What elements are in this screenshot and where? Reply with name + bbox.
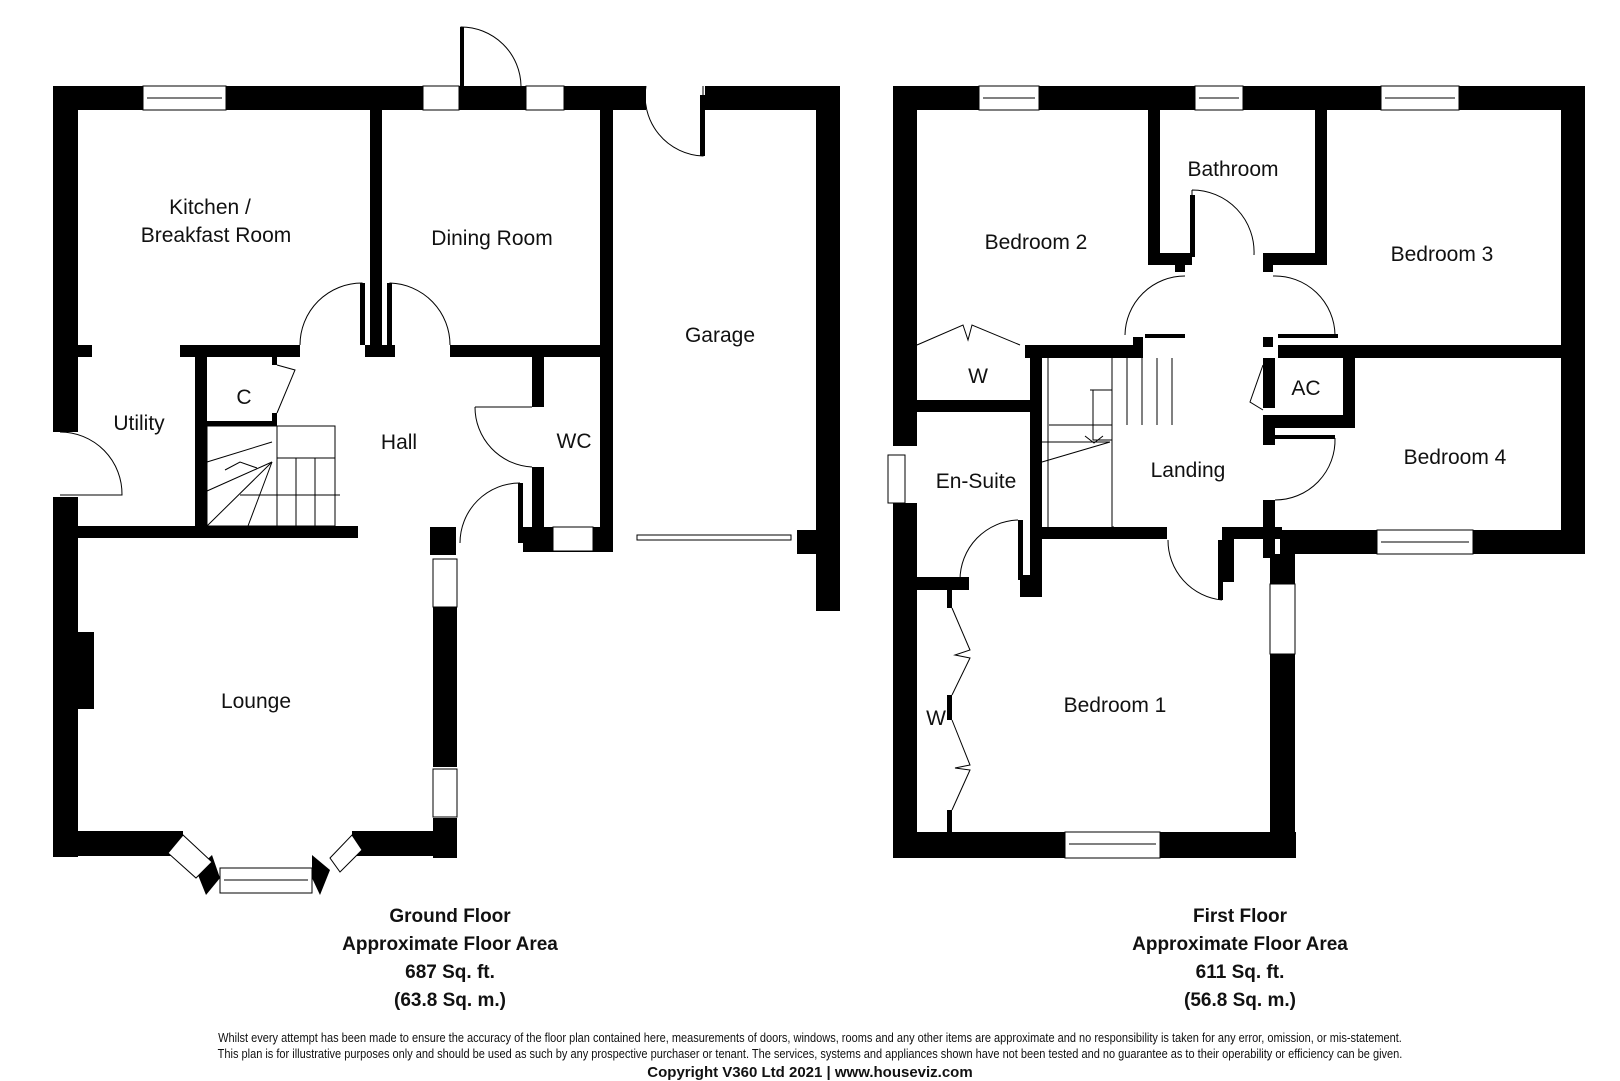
- first-floor-sqft: 611 Sq. ft.: [1195, 962, 1285, 983]
- room-label-garage: Garage: [685, 324, 755, 347]
- room-label-bathroom: Bathroom: [1187, 158, 1278, 181]
- room-label-wardrobe-bed1: W: [926, 707, 946, 730]
- first-floor-sqm: (56.8 Sq. m.): [1184, 990, 1296, 1011]
- room-label-hall: Hall: [381, 431, 417, 454]
- ground-floor-sqm: (63.8 Sq. m.): [394, 990, 506, 1011]
- first-floor-plan: Bedroom 2 Bathroom Bedroom 3 W AC En-Sui…: [887, 85, 1585, 859]
- room-label-bedroom4: Bedroom 4: [1404, 446, 1507, 469]
- room-label-landing: Landing: [1151, 459, 1226, 482]
- staircase-first: [1041, 358, 1173, 528]
- ground-floor-title: Ground Floor: [389, 906, 511, 927]
- room-label-utility: Utility: [113, 412, 165, 435]
- room-label-lounge: Lounge: [221, 690, 291, 713]
- ground-floor-plan: Kitchen / Breakfast Room Dining Room Gar…: [53, 26, 840, 895]
- ground-floor-area-label: Approximate Floor Area: [342, 934, 558, 955]
- room-label-dining: Dining Room: [431, 227, 552, 250]
- room-label-bedroom2: Bedroom 2: [985, 231, 1088, 254]
- copyright: Copyright V360 Ltd 2021 | www.houseviz.c…: [647, 1064, 973, 1081]
- room-label-airing-cupboard: AC: [1291, 377, 1320, 400]
- disclaimer: Whilst every attempt has been made to en…: [97, 1030, 1523, 1062]
- room-label-bedroom1: Bedroom 1: [1064, 694, 1167, 717]
- ground-floor-sqft: 687 Sq. ft.: [405, 962, 495, 983]
- first-floor-title: First Floor: [1193, 906, 1287, 927]
- ground-floor-caption: Ground Floor Approximate Floor Area 687 …: [300, 903, 600, 1015]
- room-label-wc: WC: [557, 430, 592, 453]
- first-floor-area-label: Approximate Floor Area: [1132, 934, 1348, 955]
- room-label-kitchen: Kitchen /: [169, 196, 251, 219]
- room-label-wardrobe: W: [968, 365, 988, 388]
- room-label-cupboard: C: [236, 386, 251, 409]
- disclaimer-line-1: Whilst every attempt has been made to en…: [218, 1031, 1402, 1045]
- room-label-bedroom3: Bedroom 3: [1391, 243, 1494, 266]
- room-label-kitchen-2: Breakfast Room: [141, 224, 292, 247]
- staircase-ground: [206, 425, 340, 527]
- disclaimer-line-2: This plan is for illustrative purposes o…: [217, 1047, 1403, 1061]
- first-floor-caption: First Floor Approximate Floor Area 611 S…: [1090, 903, 1390, 1015]
- room-label-ensuite: En-Suite: [936, 470, 1017, 493]
